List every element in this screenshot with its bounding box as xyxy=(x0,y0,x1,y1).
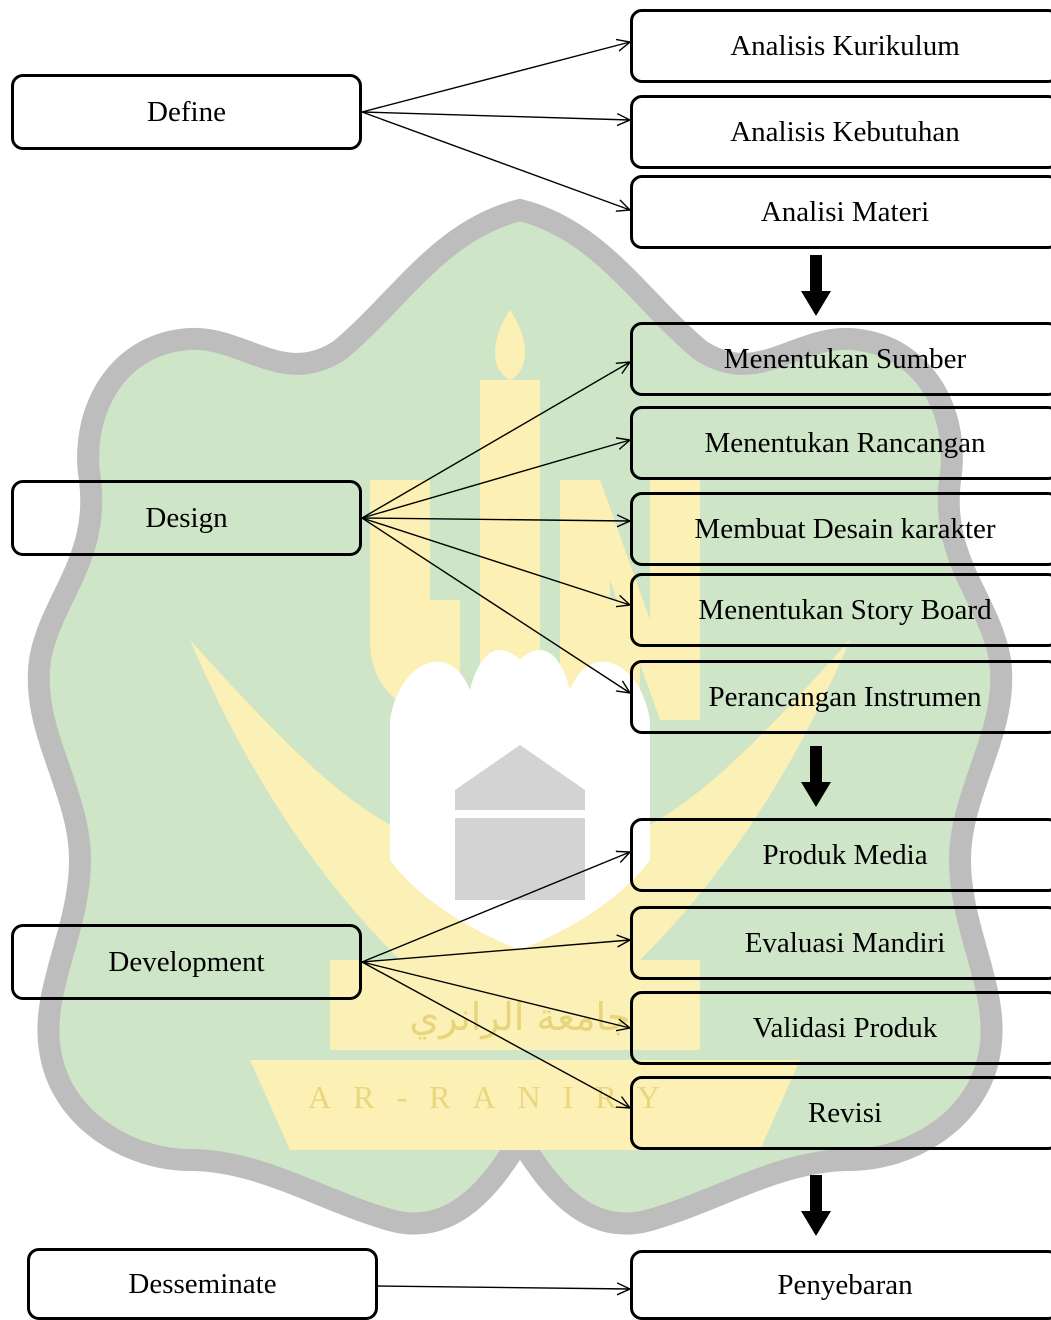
disseminate-step-box: Penyebaran xyxy=(630,1250,1051,1320)
phase-define-box: Define xyxy=(11,74,362,150)
define-step-label: Analisi Materi xyxy=(760,195,930,228)
design-step-label: Membuat Desain karakter xyxy=(694,512,996,545)
phase-define-label: Define xyxy=(147,95,226,128)
watermark-arabic-text: جامعة الرانري xyxy=(409,995,630,1040)
define-step-box: Analisis Kebutuhan xyxy=(630,95,1051,169)
design-step-label: Menentukan Sumber xyxy=(723,342,967,375)
watermark-latin-text: AR-RANIRY xyxy=(308,1079,682,1115)
phase-disseminate-label: Desseminate xyxy=(128,1267,277,1300)
phase-development-box: Development xyxy=(11,924,362,1000)
design-step-box: Menentukan Story Board xyxy=(630,573,1051,647)
development-step-label: Validasi Produk xyxy=(752,1011,938,1044)
phase-design-label: Design xyxy=(145,501,228,534)
development-step-box: Evaluasi Mandiri xyxy=(630,906,1051,980)
phase-development-label: Development xyxy=(108,945,265,978)
define-step-label: Analisis Kebutuhan xyxy=(730,115,960,148)
development-step-label: Revisi xyxy=(807,1096,883,1129)
arrow-development-3 xyxy=(361,961,630,1028)
arrow-development-4 xyxy=(361,961,630,1108)
arrow-design-2 xyxy=(361,440,630,519)
design-step-box: Perancangan Instrumen xyxy=(630,660,1051,734)
arrow-development-2 xyxy=(361,940,630,963)
arrow-define-1 xyxy=(361,42,630,113)
development-step-label: Evaluasi Mandiri xyxy=(744,926,946,959)
arrow-design-4 xyxy=(361,517,630,605)
design-step-box: Menentukan Sumber xyxy=(630,322,1051,396)
arrow-design-3 xyxy=(361,518,630,521)
design-step-label: Perancangan Instrumen xyxy=(708,680,982,713)
design-step-box: Menentukan Rancangan xyxy=(630,406,1051,480)
down-arrow-icon xyxy=(801,1175,831,1236)
development-step-box: Validasi Produk xyxy=(630,991,1051,1065)
development-step-box: Revisi xyxy=(630,1076,1051,1150)
development-step-label: Produk Media xyxy=(762,838,928,871)
phase-disseminate-box: Desseminate xyxy=(27,1248,378,1320)
define-step-box: Analisi Materi xyxy=(630,175,1051,249)
watermark-shield xyxy=(390,650,650,950)
arrow-disseminate xyxy=(377,1286,630,1289)
design-step-label: Menentukan Story Board xyxy=(698,593,992,626)
arrow-define-3 xyxy=(361,111,630,210)
design-step-box: Membuat Desain karakter xyxy=(630,492,1051,566)
phase-design-box: Design xyxy=(11,480,362,556)
development-step-box: Produk Media xyxy=(630,818,1051,892)
down-arrow-icon xyxy=(801,746,831,807)
design-step-label: Menentukan Rancangan xyxy=(704,426,986,459)
arrow-design-5 xyxy=(361,517,630,693)
disseminate-step-label: Penyebaran xyxy=(777,1268,913,1301)
define-step-label: Analisis Kurikulum xyxy=(730,29,960,62)
arrow-design-1 xyxy=(361,362,630,519)
down-arrow-icon xyxy=(801,255,831,316)
arrow-define-2 xyxy=(361,111,630,120)
arrow-development-1 xyxy=(361,852,630,963)
define-step-box: Analisis Kurikulum xyxy=(630,9,1051,83)
